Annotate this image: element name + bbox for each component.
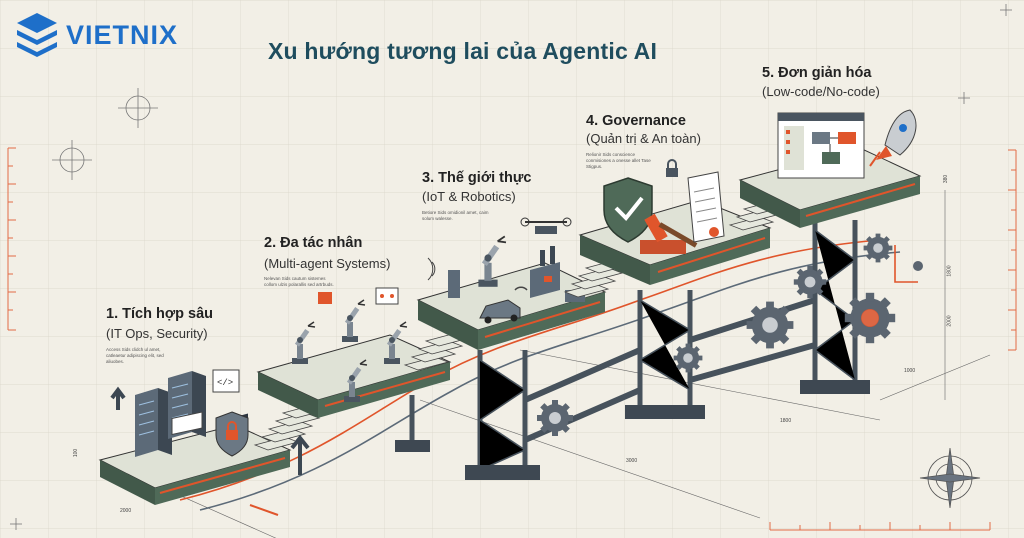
document-icon	[687, 171, 725, 243]
chat-icon	[318, 292, 332, 304]
wifi-icon	[514, 286, 528, 291]
step-2-title: 2. Đa tác nhân	[264, 235, 363, 251]
step-5-title: 5. Đơn giản hóa	[762, 65, 872, 81]
arrow-up-icon	[290, 434, 310, 475]
rocket-icon	[869, 109, 917, 167]
column-base	[465, 465, 540, 480]
step-4-note: Relionir Sids conscience conmisiones a o…	[586, 152, 651, 169]
step-4-title: 4. Governance	[586, 113, 686, 129]
page-title: Xu hướng tương lai của Agentic AI	[268, 38, 658, 64]
dashboard-icon	[777, 112, 865, 179]
dimension-label: 3000	[626, 458, 638, 464]
gear-icon	[537, 400, 573, 436]
dimension-label: 1800	[946, 265, 953, 277]
compass-icon	[919, 447, 981, 509]
gavel-icon	[640, 213, 698, 254]
step-1-note: Access Sids clidch ul amet, catleaetur a…	[106, 347, 164, 364]
stairs	[563, 259, 631, 298]
step-2-subtitle: (Multi-agent Systems)	[264, 256, 391, 271]
gear-icon	[863, 233, 893, 263]
dimension-label: 380	[943, 174, 950, 184]
brand-name: VIETNIX	[66, 19, 179, 50]
drone-icon	[520, 217, 572, 234]
step-3-title: 3. Thế giới thực	[422, 170, 532, 186]
step-4-subtitle: (Quản trị & An toàn)	[586, 131, 701, 146]
step-1-subtitle: (IT Ops, Security)	[106, 326, 208, 341]
gear-icon	[746, 301, 794, 349]
gear-icon	[673, 343, 703, 373]
stack-logo-icon	[17, 13, 57, 57]
arrow-up-icon	[110, 386, 126, 410]
network-icon	[375, 287, 399, 305]
step-5-subtitle: (Low-code/No-code)	[762, 84, 880, 99]
svg-text:</>: </>	[217, 378, 233, 388]
platform-5	[738, 147, 922, 228]
column-base	[395, 440, 430, 452]
platform-2	[256, 334, 452, 418]
dimension-label: 1800	[780, 418, 792, 424]
dimension-label: 1000	[904, 368, 916, 374]
dimension-label: 2000	[946, 315, 953, 327]
column-base	[625, 405, 705, 419]
car-icon	[479, 299, 521, 324]
step-2-note: Nelevan Sids cautum sistemes collom ulzi…	[264, 276, 334, 287]
dimension-label: 2000	[120, 508, 132, 514]
factory-icon	[530, 246, 560, 298]
column-base	[800, 380, 870, 394]
lock-icon	[666, 159, 678, 177]
brand-logo: VIETNIX	[14, 10, 178, 60]
step-1-title: 1. Tích hợp sâu	[106, 306, 213, 322]
step-3-note: Betiore Sids omidionil amet, caim solum …	[422, 210, 489, 221]
robot-arm-icon	[341, 299, 366, 343]
code-icon: </>	[171, 369, 240, 436]
gear-icon	[793, 265, 827, 299]
step-3-subtitle: (IoT & Robotics)	[422, 189, 516, 204]
dimension-label: 100	[73, 448, 80, 458]
sensor-icon	[427, 257, 460, 298]
lock-shield-icon	[215, 411, 249, 457]
